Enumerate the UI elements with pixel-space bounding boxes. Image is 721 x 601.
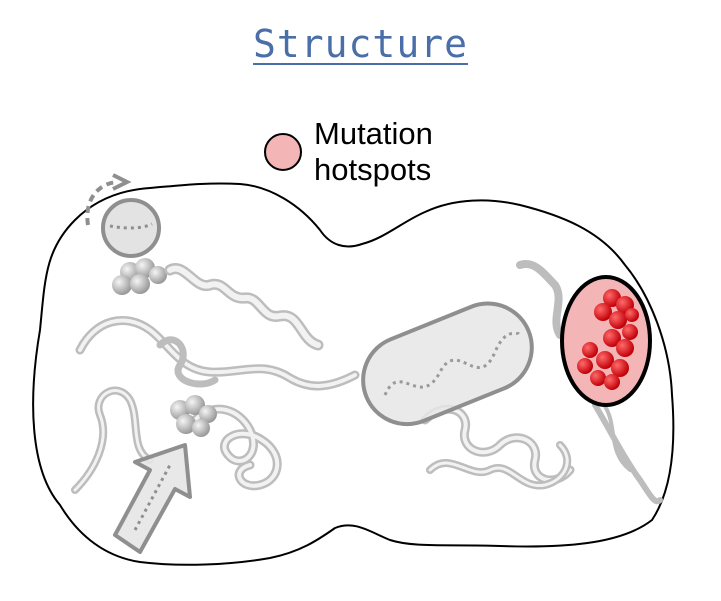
page-title: Structure — [253, 22, 468, 66]
ligand-atoms-middle — [170, 395, 217, 437]
legend-label: Mutation hotspots — [314, 116, 433, 187]
strand-domain-marker — [113, 443, 192, 554]
helix-domain-marker — [361, 301, 534, 427]
ribbon-structure — [71, 260, 663, 505]
domain-circle-marker — [101, 198, 161, 258]
rotation-arrow-icon — [85, 180, 119, 226]
mutation-hotspot-region — [560, 275, 652, 407]
legend-swatch — [264, 133, 302, 171]
ligand-atoms-top — [112, 258, 167, 295]
hotspot-atoms — [577, 289, 639, 390]
legend: Mutation hotspots — [264, 116, 484, 188]
